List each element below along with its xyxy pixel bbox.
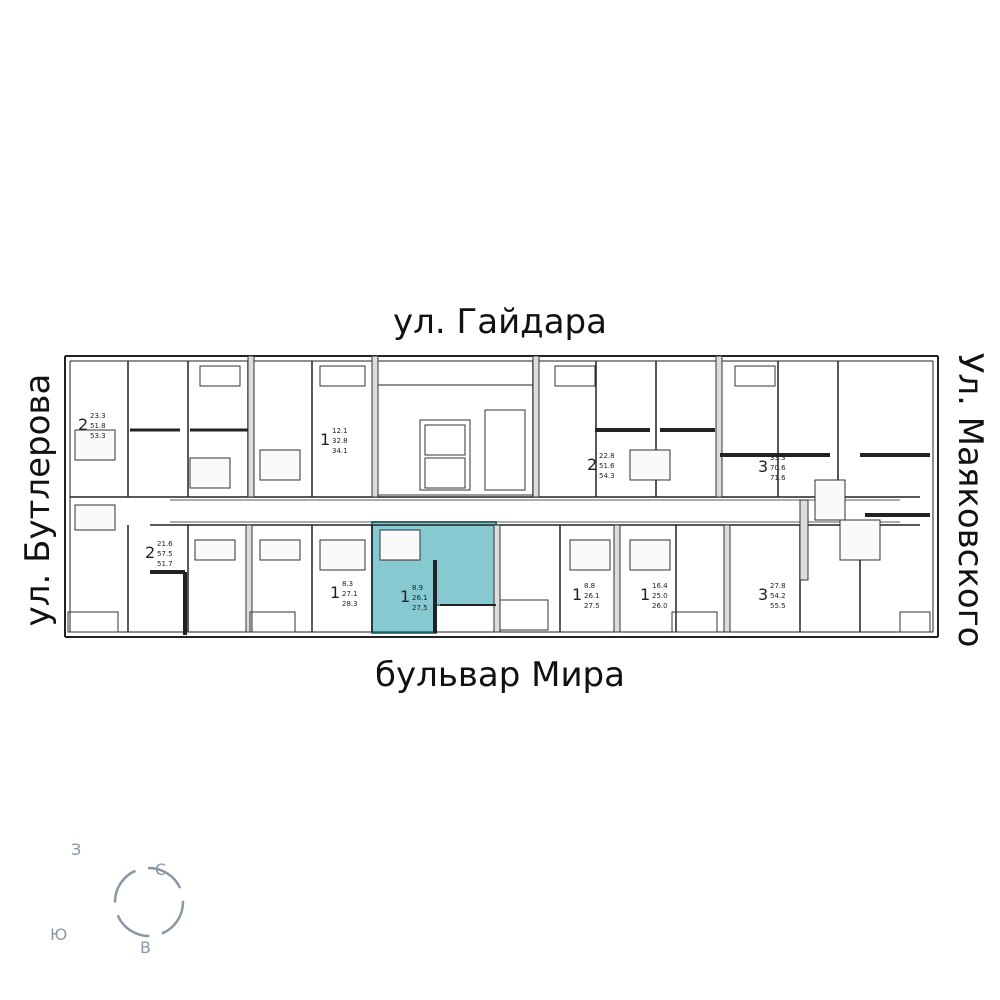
structure bbox=[199, 365, 241, 387]
structure bbox=[899, 611, 931, 633]
structure bbox=[379, 529, 421, 561]
total-area: 34.1 bbox=[332, 447, 348, 455]
structure bbox=[319, 365, 366, 387]
total-area: 27.5 bbox=[584, 602, 600, 610]
living-area: 22.8 bbox=[599, 452, 615, 460]
structure bbox=[319, 539, 366, 571]
structure bbox=[189, 457, 231, 489]
area-without-balcony: 70.6 bbox=[770, 464, 786, 472]
structure bbox=[377, 384, 534, 496]
structure bbox=[814, 479, 846, 521]
structure bbox=[532, 355, 540, 498]
structure bbox=[554, 365, 596, 387]
structure bbox=[613, 524, 621, 633]
structure bbox=[247, 355, 255, 498]
compass-west: З bbox=[71, 840, 82, 859]
compass-ring-icon bbox=[113, 866, 185, 938]
living-area: 23.3 bbox=[90, 412, 106, 420]
room-count: 2 bbox=[145, 543, 155, 562]
structure bbox=[715, 355, 723, 498]
total-area: 53.3 bbox=[90, 432, 106, 440]
room-count: 1 bbox=[330, 583, 340, 602]
compass-south: Ю bbox=[50, 925, 68, 944]
structure bbox=[839, 519, 881, 561]
compass: З С Ю В bbox=[40, 830, 190, 960]
structure bbox=[629, 539, 671, 571]
room-count: 1 bbox=[320, 430, 330, 449]
walls bbox=[64, 355, 939, 638]
structure bbox=[734, 365, 776, 387]
structure bbox=[419, 419, 471, 491]
structure bbox=[499, 599, 549, 631]
structure bbox=[371, 355, 379, 498]
structure bbox=[259, 539, 301, 561]
total-area: 54.3 bbox=[599, 472, 615, 480]
structure bbox=[249, 611, 296, 633]
structure bbox=[424, 457, 466, 489]
living-area: 21.6 bbox=[157, 540, 173, 548]
structure bbox=[671, 611, 718, 633]
total-area: 28.3 bbox=[342, 600, 358, 608]
street-label-top: ул. Гайдара bbox=[393, 302, 607, 342]
area-without-balcony: 27.1 bbox=[342, 590, 358, 598]
living-area: 8.9 bbox=[412, 584, 423, 592]
room-count: 1 bbox=[640, 585, 650, 604]
total-area: 55.5 bbox=[770, 602, 786, 610]
living-area: 8.3 bbox=[342, 580, 353, 588]
structure bbox=[424, 424, 466, 456]
structure bbox=[629, 449, 671, 481]
structure bbox=[569, 539, 611, 571]
structure bbox=[493, 524, 501, 633]
room-count: 3 bbox=[758, 457, 768, 476]
structure bbox=[259, 449, 301, 481]
total-area: 71.6 bbox=[770, 474, 786, 482]
structure bbox=[74, 429, 116, 461]
structure bbox=[484, 409, 526, 491]
area-without-balcony: 57.5 bbox=[157, 550, 173, 558]
area-without-balcony: 26.1 bbox=[412, 594, 428, 602]
living-area: 33.3 bbox=[770, 454, 786, 462]
room-count: 1 bbox=[400, 587, 410, 606]
structure bbox=[799, 499, 809, 581]
compass-north: С bbox=[155, 860, 167, 879]
area-without-balcony: 26.1 bbox=[584, 592, 600, 600]
structure bbox=[245, 524, 253, 633]
total-area: 27.5 bbox=[412, 604, 428, 612]
total-area: 26.0 bbox=[652, 602, 668, 610]
structure bbox=[723, 524, 731, 633]
structure bbox=[67, 611, 119, 633]
structure bbox=[194, 539, 236, 561]
area-without-balcony: 51.8 bbox=[90, 422, 106, 430]
room-count: 2 bbox=[587, 455, 597, 474]
living-area: 12.1 bbox=[332, 427, 348, 435]
area-without-balcony: 51.6 bbox=[599, 462, 615, 470]
compass-east: В bbox=[140, 938, 151, 957]
room-count: 1 bbox=[572, 585, 582, 604]
total-area: 51.7 bbox=[157, 560, 173, 568]
area-without-balcony: 32.8 bbox=[332, 437, 348, 445]
area-without-balcony: 54.2 bbox=[770, 592, 786, 600]
living-area: 27.8 bbox=[770, 582, 786, 590]
area-without-balcony: 25.0 bbox=[652, 592, 668, 600]
structure bbox=[74, 504, 116, 531]
living-area: 16.4 bbox=[652, 582, 668, 590]
room-count: 2 bbox=[78, 415, 88, 434]
living-area: 8.8 bbox=[584, 582, 595, 590]
room-count: 3 bbox=[758, 585, 768, 604]
street-label-bottom: бульвар Мира bbox=[375, 655, 625, 695]
